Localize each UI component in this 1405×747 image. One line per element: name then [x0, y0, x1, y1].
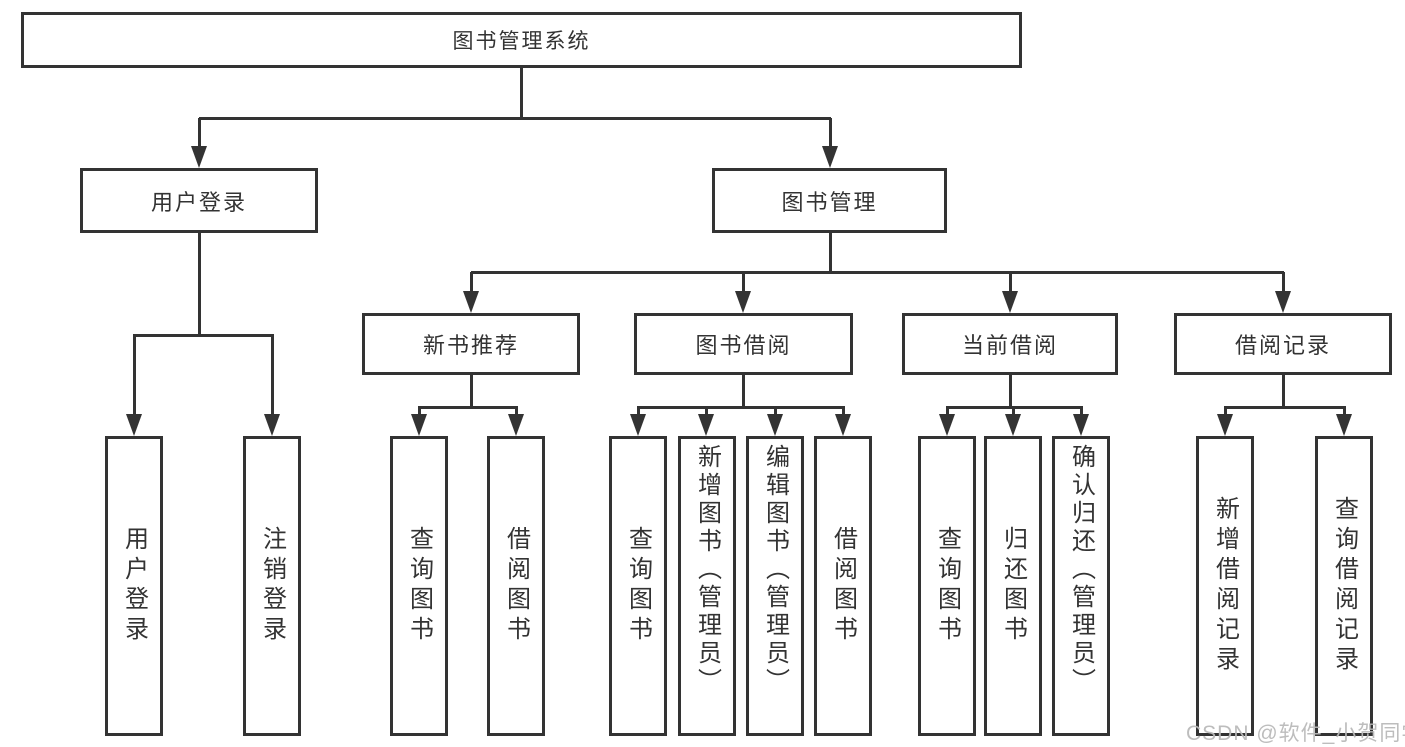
arrowhead-down-icon: [1002, 291, 1018, 313]
arrowhead-down-icon: [835, 414, 851, 436]
node-label: 图书管理: [781, 189, 878, 215]
arrowhead-down-icon: [126, 414, 142, 436]
connector-l3-stem: [470, 375, 473, 408]
connector-book-mgmt-stem: [829, 233, 832, 274]
arrowhead-down-icon: [1275, 291, 1291, 313]
connector-to-leaf: [637, 406, 640, 418]
arrowhead-down-icon: [508, 414, 524, 436]
connector-to-user-login: [198, 118, 201, 152]
arrowhead-down-icon: [1336, 414, 1352, 436]
arrowhead-down-icon: [767, 414, 783, 436]
connector-l3-stem: [1282, 375, 1285, 408]
leaf-borrow-books: 借阅图书: [487, 436, 545, 736]
arrowhead-down-icon: [463, 291, 479, 313]
leaf-label: 注销登录: [258, 526, 286, 646]
leaf-query-books: 查询图书: [918, 436, 976, 736]
arrowhead-down-icon: [939, 414, 955, 436]
leaf-return-books: 归还图书: [984, 436, 1042, 736]
connector-l3-stem: [742, 375, 745, 408]
connector-to-leaf: [774, 406, 777, 418]
connector-level3-branch: [471, 271, 1284, 274]
node-label: 借阅记录: [1234, 333, 1331, 358]
leaf-label: 新增图书（管理员）: [693, 444, 721, 696]
arrowhead-down-icon: [822, 146, 838, 168]
leaf-borrow-books: 借阅图书: [814, 436, 872, 736]
connector-to-leaf: [1080, 406, 1083, 418]
connector-login-branch: [134, 334, 273, 337]
leaf-label: 用户登录: [120, 526, 148, 646]
leaf-label: 编辑图书（管理员）: [761, 444, 789, 696]
connector-leaf-branch: [638, 406, 844, 409]
node-user-login: 用户登录: [80, 168, 318, 233]
leaf-label: 查询图书: [405, 526, 433, 646]
connector-leaf-branch: [1225, 406, 1345, 409]
arrowhead-down-icon: [735, 291, 751, 313]
connector-to-leaf: [1224, 406, 1227, 418]
connector-to-leaf: [271, 334, 274, 418]
leaf-add-book-admin: 新增图书（管理员）: [678, 436, 736, 736]
connector-to-level3: [742, 272, 745, 295]
leaf-add-borrow-record: 新增借阅记录: [1196, 436, 1254, 736]
connector-root-stem: [520, 68, 523, 118]
leaf-label: 借阅图书: [502, 526, 530, 646]
arrowhead-down-icon: [411, 414, 427, 436]
node-book-borrow: 图书借阅: [634, 313, 853, 375]
leaf-query-borrow-record: 查询借阅记录: [1315, 436, 1373, 736]
leaf-user-login: 用户登录: [105, 436, 163, 736]
connector-leaf-branch: [419, 406, 517, 409]
arrowhead-down-icon: [630, 414, 646, 436]
leaf-logout: 注销登录: [243, 436, 301, 736]
leaf-label: 新增借阅记录: [1211, 496, 1239, 676]
leaf-edit-book-admin: 编辑图书（管理员）: [746, 436, 804, 736]
leaf-label: 查询借阅记录: [1330, 496, 1358, 676]
connector-to-book-management: [829, 118, 832, 152]
watermark: CSDN @软件_小贺同学: [1186, 722, 1405, 745]
connector-l3-stem: [1009, 375, 1012, 408]
leaf-label: 查询图书: [933, 526, 961, 646]
arrowhead-down-icon: [1005, 414, 1021, 436]
connector-to-leaf: [705, 406, 708, 418]
node-book-management: 图书管理: [712, 168, 947, 233]
node-current-borrow: 当前借阅: [902, 313, 1118, 375]
leaf-label: 借阅图书: [829, 526, 857, 646]
node-root: 图书管理系统: [21, 12, 1022, 68]
leaf-query-books: 查询图书: [609, 436, 667, 736]
connector-to-level3: [1282, 272, 1285, 295]
arrowhead-down-icon: [264, 414, 280, 436]
connector-to-leaf: [133, 334, 136, 418]
arrowhead-down-icon: [1073, 414, 1089, 436]
node-new-book-recommend: 新书推荐: [362, 313, 580, 375]
node-label: 图书借阅: [695, 333, 792, 358]
arrowhead-down-icon: [191, 146, 207, 168]
node-label: 新书推荐: [422, 333, 519, 358]
leaf-label: 确认归还（管理员）: [1067, 444, 1095, 696]
connector-user-login-stem: [198, 233, 201, 335]
connector-to-leaf: [1012, 406, 1015, 418]
connector-level2-branch: [199, 117, 831, 120]
node-borrow-records: 借阅记录: [1174, 313, 1392, 375]
node-root-label: 图书管理系统: [452, 30, 591, 53]
connector-to-leaf: [418, 406, 421, 418]
connector-to-level3: [1009, 272, 1012, 295]
connector-to-leaf: [946, 406, 949, 418]
connector-to-leaf: [842, 406, 845, 418]
node-label: 当前借阅: [961, 333, 1058, 358]
arrowhead-down-icon: [698, 414, 714, 436]
leaf-query-books: 查询图书: [390, 436, 448, 736]
leaf-label: 归还图书: [999, 526, 1027, 646]
connector-to-leaf: [1343, 406, 1346, 418]
node-label: 用户登录: [150, 189, 247, 215]
connector-to-level3: [470, 272, 473, 295]
leaf-label: 查询图书: [624, 526, 652, 646]
connector-to-leaf: [515, 406, 518, 418]
arrowhead-down-icon: [1217, 414, 1233, 436]
leaf-confirm-return-admin: 确认归还（管理员）: [1052, 436, 1110, 736]
